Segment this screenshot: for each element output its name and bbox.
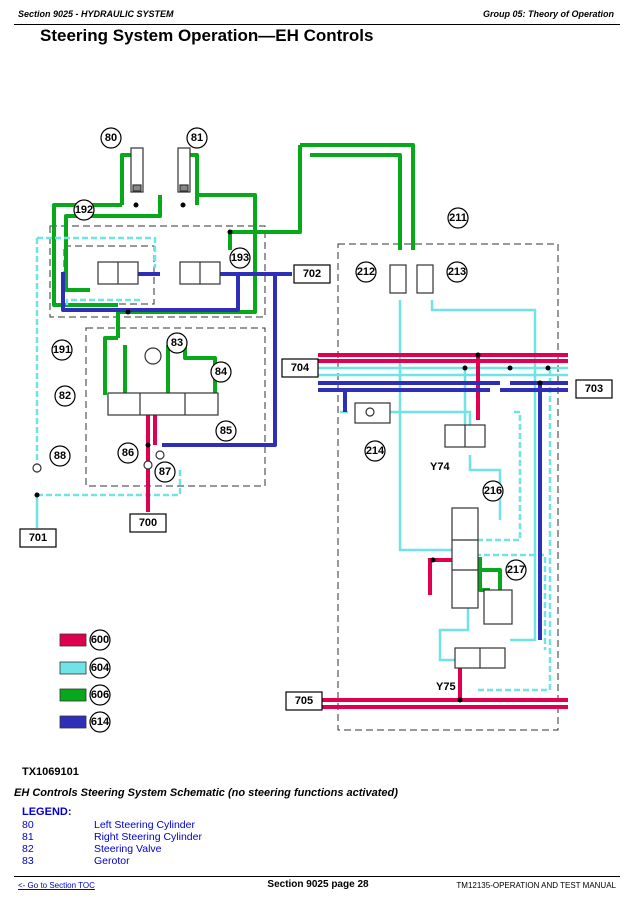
solenoid-y75: Y75 [436,681,456,693]
callout-labels: 80 81 192 193 211 212 213 83 84 85 82 86… [53,132,525,576]
solenoid-labels: Y74 Y75 [430,461,456,693]
callout-87: 87 [159,466,171,478]
color-key: 600 604 606 614 [59,629,111,733]
valve-blocks [97,261,513,669]
port-704: 704 [291,362,310,374]
port-701: 701 [29,532,47,544]
key-swatch-606 [59,688,87,702]
steering-cylinders [130,147,191,193]
junction-dots [34,202,551,703]
callout-211: 211 [449,212,467,224]
legend-title: LEGEND: [22,806,72,818]
port-705: 705 [295,695,313,707]
port-labels: 702 704 703 700 701 705 [29,268,603,707]
callout-83: 83 [171,337,183,349]
footer-manual: TM12135-OPERATION AND TEST MANUAL [456,881,616,890]
callout-84: 84 [215,366,228,378]
key-code-600: 600 [91,634,109,646]
port-700: 700 [139,517,157,529]
callout-82: 82 [59,390,71,402]
callout-191: 191 [53,344,71,356]
callout-80: 80 [105,132,117,144]
key-code-604: 604 [91,662,110,674]
blue-lines [61,272,568,640]
header-section: Section 9025 - HYDRAULIC SYSTEM [18,9,174,19]
callout-212: 212 [357,266,375,278]
page-title: Steering System Operation—EH Controls [40,26,374,45]
port-703: 703 [585,383,603,395]
port-702: 702 [303,268,321,280]
solenoid-y74: Y74 [430,461,450,473]
steering-schematic: 80 81 192 193 211 212 213 83 84 85 82 86… [19,127,613,733]
callout-216: 216 [484,485,502,497]
red-lines [146,353,568,709]
footer-rule [14,876,620,877]
figure-caption: EH Controls Steering System Schematic (n… [14,787,398,799]
key-swatch-600 [59,633,87,647]
callout-81: 81 [191,132,203,144]
callout-88: 88 [54,450,66,462]
green-lines [52,143,502,592]
port-boxes [19,264,613,711]
callout-circles [49,127,527,581]
section-toc-link[interactable]: <- Go to Section TOC [18,881,95,890]
key-code-606: 606 [91,689,109,701]
callout-85: 85 [220,425,232,437]
callout-217: 217 [507,564,525,576]
callout-86: 86 [122,447,134,459]
header-rule [14,24,620,25]
callout-214: 214 [366,445,385,457]
callout-193: 193 [231,252,249,264]
key-swatch-604 [59,661,87,675]
key-swatch-614 [59,715,87,729]
footer-page-number: Section 9025 page 28 [267,879,369,890]
cyan-pilot-lines [35,236,552,692]
callout-192: 192 [75,204,93,216]
check-valves [32,407,375,473]
figure-id: TX1069101 [22,766,79,778]
header-group: Group 05: Theory of Operation [482,9,614,19]
key-code-614: 614 [91,716,110,728]
callout-213: 213 [448,266,466,278]
